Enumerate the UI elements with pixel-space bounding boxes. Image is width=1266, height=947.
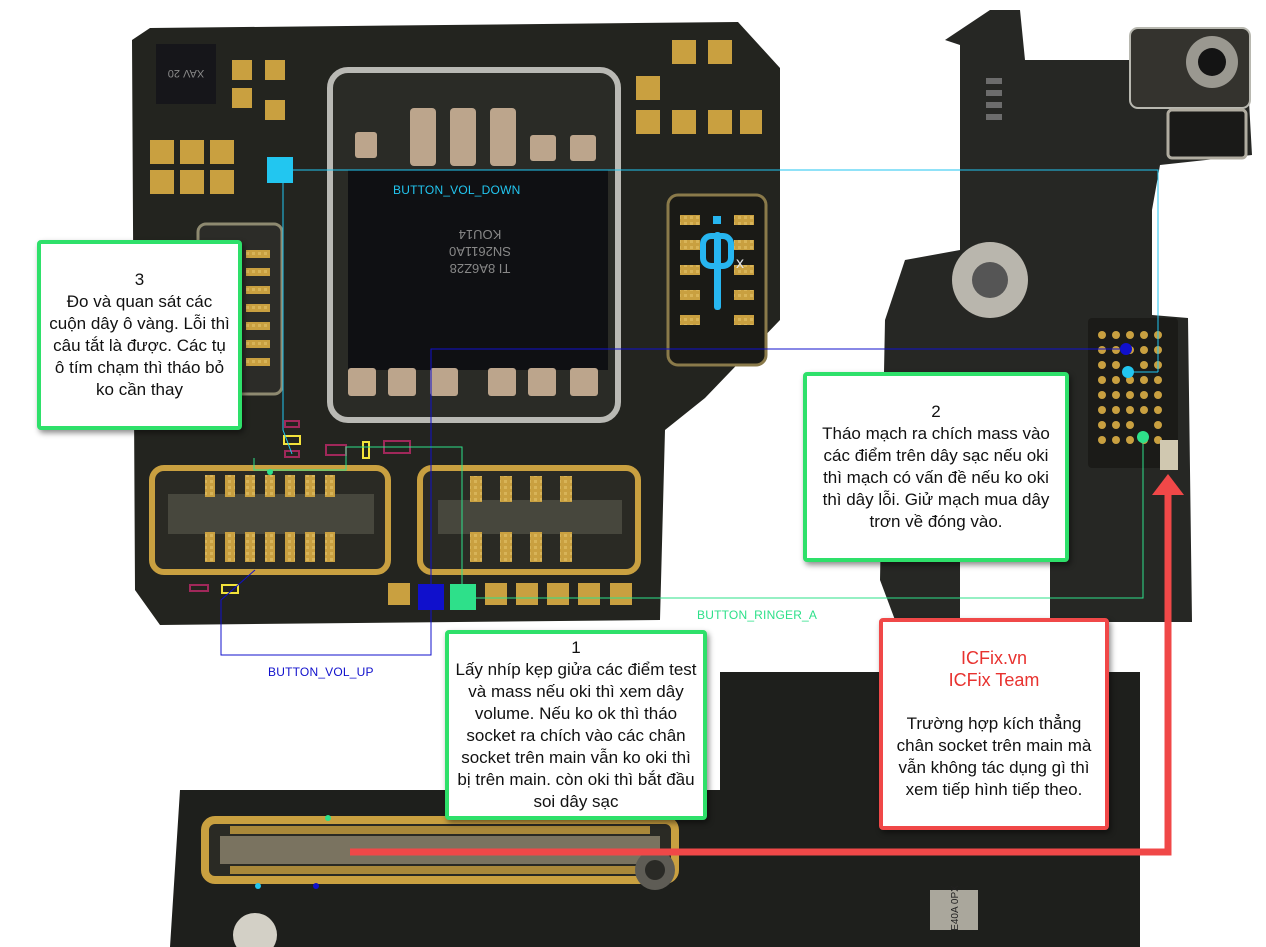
svg-text:x: x bbox=[736, 255, 744, 272]
net-label-ringer: BUTTON_RINGER_A bbox=[697, 608, 818, 622]
gold-pads-top-left bbox=[150, 60, 285, 194]
note-step-2-text: Tháo mạch ra chích mass vào các điểm trê… bbox=[822, 424, 1050, 531]
svg-text:XAV 20: XAV 20 bbox=[168, 67, 205, 79]
bottom-pads bbox=[388, 583, 632, 605]
note-step-1-text: Lấy nhíp kẹp giửa các điểm test và mass … bbox=[455, 660, 697, 811]
pmic-chip bbox=[348, 170, 608, 370]
coil-markers bbox=[221, 435, 370, 594]
net-label-vol-up: BUTTON_VOL_UP bbox=[268, 665, 374, 679]
capacitors-top bbox=[355, 108, 596, 166]
note-step-3-number: 3 bbox=[134, 270, 145, 289]
gold-pads-top-right bbox=[636, 40, 762, 134]
net-vol-down bbox=[255, 157, 1159, 889]
red-arrow bbox=[350, 474, 1184, 856]
note-step-1-number: 1 bbox=[571, 638, 581, 657]
small-ic bbox=[156, 44, 216, 104]
brand-site: ICFix.vn bbox=[960, 648, 1027, 668]
svg-text:E40A 0PX: E40A 0PX bbox=[950, 885, 961, 931]
brand-note-text: Trường hợp kích thẳng chân socket trên m… bbox=[896, 714, 1092, 799]
flex-ic bbox=[930, 890, 978, 930]
note-step-2: 2 Tháo mạch ra chích mass vào các điểm t… bbox=[803, 372, 1069, 562]
capacitors-bottom bbox=[348, 368, 598, 396]
svg-text:TI 8A6Z28: TI 8A6Z28 bbox=[450, 261, 511, 276]
net-label-vol-down: BUTTON_VOL_DOWN bbox=[393, 183, 521, 197]
svg-text:KOU14: KOU14 bbox=[459, 227, 502, 242]
note-step-2-number: 2 bbox=[931, 402, 941, 421]
net-vol-up bbox=[220, 343, 1132, 889]
note-step-1: 1 Lấy nhíp kẹp giửa các điểm test và mas… bbox=[445, 630, 707, 820]
note-step-3: 3 Đo và quan sát các cuộn dây ô vàng. Lỗ… bbox=[37, 240, 242, 430]
net-ringer bbox=[253, 431, 1149, 821]
note-step-3-text: Đo và quan sát các cuộn dây ô vàng. Lỗi … bbox=[49, 292, 230, 399]
icfix-logo-icon: x bbox=[700, 216, 744, 310]
brand-note: ICFix.vn ICFix Team Trường hợp kích thẳn… bbox=[879, 618, 1109, 830]
svg-text:SN2611A0: SN2611A0 bbox=[449, 244, 511, 259]
brand-team: ICFix Team bbox=[948, 670, 1040, 690]
